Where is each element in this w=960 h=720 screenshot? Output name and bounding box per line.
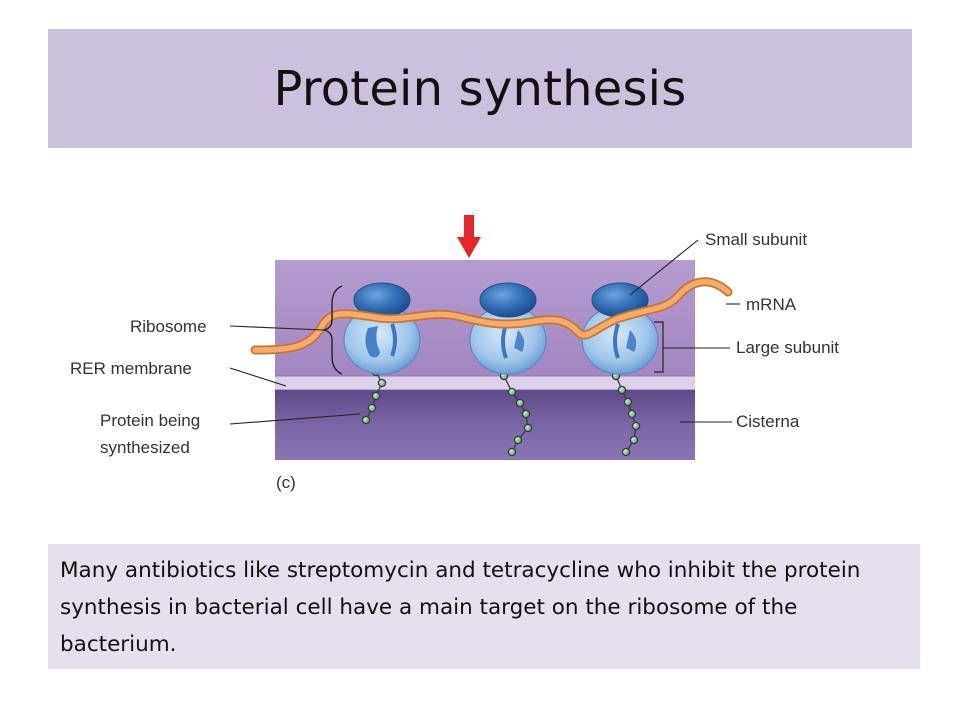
label-rer-membrane: RER membrane (70, 359, 192, 378)
label-mrna: mRNA (746, 295, 797, 314)
caption-box: Many antibiotics like streptomycin and t… (48, 544, 920, 669)
label-panel: (c) (276, 473, 296, 492)
label-small-subunit: Small subunit (705, 230, 807, 249)
large-subunit-bracket (654, 321, 664, 373)
ribosome-diagram-svg: Small subunit mRNA Ribosome Large subuni… (70, 215, 839, 492)
ribosome-diagram: Small subunit mRNA Ribosome Large subuni… (60, 200, 900, 500)
caption-text: Many antibiotics like streptomycin and t… (60, 558, 861, 657)
label-ribosome: Ribosome (130, 317, 207, 336)
slide-title: Protein synthesis (273, 60, 687, 117)
label-protein-line1: Protein being (100, 411, 200, 430)
label-protein-line2: synthesized (100, 438, 190, 457)
label-large-subunit: Large subunit (736, 338, 839, 357)
ribosome-1 (343, 282, 421, 375)
protein-chain-3 (611, 355, 641, 457)
leader-lines (229, 239, 740, 425)
rer-membrane-band (275, 376, 695, 390)
title-bar: Protein synthesis (48, 29, 912, 148)
small-subunit-2 (479, 282, 537, 318)
label-cisterna: Cisterna (736, 412, 800, 431)
red-arrow-icon (457, 215, 481, 258)
